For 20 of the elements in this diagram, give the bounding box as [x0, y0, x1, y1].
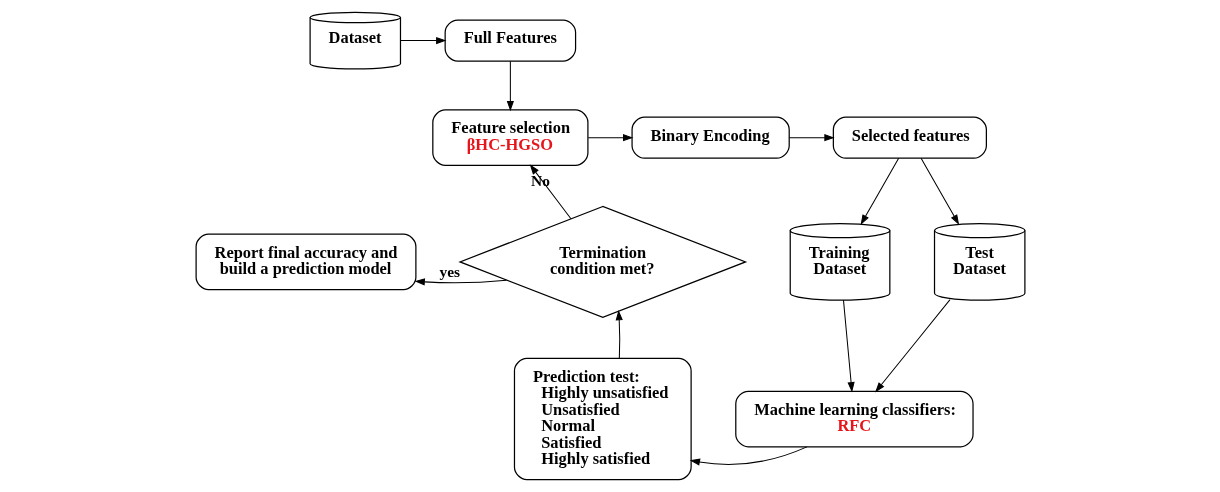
arrow: [874, 299, 951, 393]
node-box: Full Features: [444, 19, 576, 62]
arrow: [414, 278, 507, 286]
arrow: [529, 164, 571, 220]
arrow: [842, 299, 855, 393]
arrow: [860, 157, 899, 225]
node-box: Report final accuracy and build a prediction model: [195, 233, 416, 291]
arrow: [689, 446, 807, 466]
node-box: Machine learning classifiers: RFC: [734, 390, 974, 448]
node-box: Feature selection βHC-HGSO: [431, 109, 589, 166]
node-box: Selected features: [832, 116, 987, 159]
arrow: [587, 134, 633, 142]
arrow: [788, 134, 835, 142]
arrow: [920, 157, 959, 225]
arrow: [615, 310, 623, 359]
node-box: Prediction test: Highly unsatisfied Unsatisfied Normal Satisfied Highly satisfied: [513, 357, 692, 481]
edge-label: yes: [439, 262, 460, 280]
arrow: [399, 37, 446, 45]
node-box: Binary Encoding: [630, 116, 790, 159]
arrow: [506, 60, 514, 112]
